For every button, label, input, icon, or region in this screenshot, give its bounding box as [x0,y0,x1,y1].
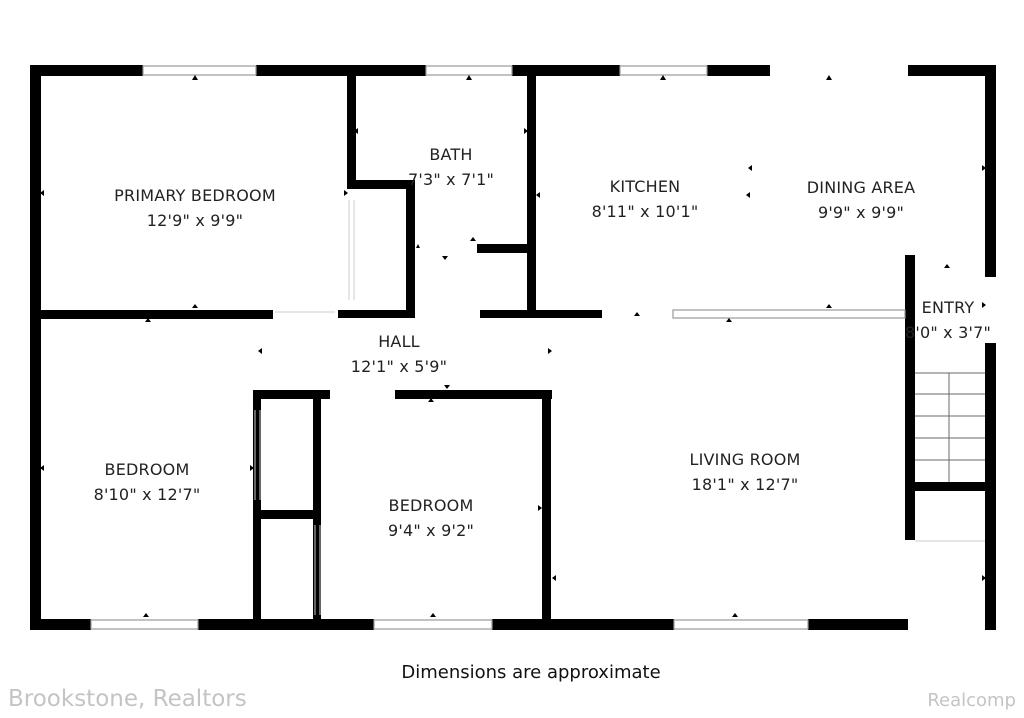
room-name: KITCHEN [609,177,681,196]
room-label-bedroom-2: BEDROOM 8'10" x 12'7" [94,457,201,507]
room-label-primary-bedroom: PRIMARY BEDROOM 12'9" x 9'9" [114,183,276,233]
mls-watermark: Realcomp [927,690,1016,711]
room-label-entry: ENTRY 8'0" x 3'7" [905,295,991,345]
room-dimensions: 12'1" x 5'9" [350,357,448,376]
room-label-bath: BATH 7'3" x 7'1" [408,142,494,192]
dimensions-note: Dimensions are approximate [401,662,661,683]
walls [30,65,996,630]
room-name: LIVING ROOM [689,450,801,469]
room-dimensions: 8'11" x 10'1" [591,202,699,221]
windows [90,65,906,630]
door-openings [254,200,985,615]
room-dimensions: 18'1" x 12'7" [691,475,799,494]
room-name: BEDROOM [388,496,474,515]
room-name: PRIMARY BEDROOM [114,186,276,205]
room-dimensions: 8'10" x 12'7" [93,485,201,504]
room-label-kitchen: KITCHEN 8'11" x 10'1" [592,174,699,224]
room-label-bedroom-3: BEDROOM 9'4" x 9'2" [388,493,474,543]
room-name: HALL [378,332,420,351]
room-dimensions: 8'0" x 3'7" [904,323,992,342]
room-name: BATH [429,145,473,164]
wall-markers [40,75,986,617]
brokerage-watermark: Brookstone, Realtors [8,686,247,712]
stairs [915,372,985,482]
room-label-living-room: LIVING ROOM 18'1" x 12'7" [689,447,800,497]
room-name: BEDROOM [104,460,190,479]
room-dimensions: 9'4" x 9'2" [387,521,475,540]
room-dimensions: 7'3" x 7'1" [407,170,495,189]
room-name: ENTRY [921,298,975,317]
room-label-dining-area: DINING AREA 9'9" x 9'9" [807,175,916,225]
room-dimensions: 12'9" x 9'9" [146,211,244,230]
room-label-hall: HALL 12'1" x 5'9" [351,329,447,379]
room-name: DINING AREA [806,178,916,197]
room-dimensions: 9'9" x 9'9" [817,203,905,222]
